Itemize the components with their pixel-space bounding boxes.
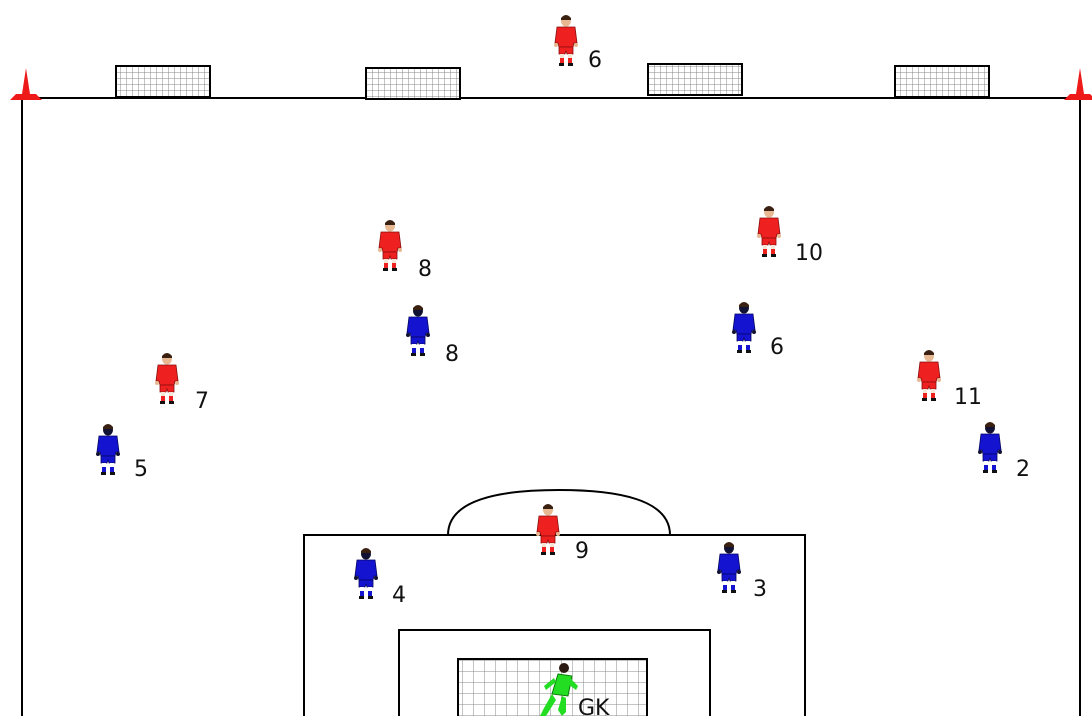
mini-goal-4 xyxy=(895,66,989,97)
player-figure-icon xyxy=(378,220,402,271)
player-figure-icon xyxy=(536,504,560,555)
player-blue-2: 2 xyxy=(978,422,1030,482)
player-blue-5: 5 xyxy=(96,424,148,482)
player-number-label: 2 xyxy=(1016,457,1030,482)
player-blue-4: 4 xyxy=(354,548,406,608)
player-figure-icon xyxy=(757,206,781,257)
field-lines xyxy=(22,98,1080,716)
player-number-label: 5 xyxy=(134,457,148,482)
player-figure-icon xyxy=(406,305,430,356)
mini-goal-3 xyxy=(648,64,742,95)
mini-goal-2 xyxy=(366,68,460,99)
player-number-label: 6 xyxy=(588,48,602,73)
player-number-label: 4 xyxy=(392,583,406,608)
player-number-label: 9 xyxy=(575,539,589,564)
players: 6 8 10 8 6 7 11 5 xyxy=(96,15,1030,716)
player-red-11: 11 xyxy=(917,350,982,410)
player-blue-3: 3 xyxy=(717,542,767,602)
player-figure-icon xyxy=(155,353,179,404)
player-red-8: 8 xyxy=(378,220,432,282)
main-goal-net xyxy=(458,659,647,716)
player-figure-icon xyxy=(978,422,1002,473)
player-number-label: 8 xyxy=(418,257,432,282)
player-figure-icon xyxy=(717,542,741,593)
cone-icon xyxy=(10,68,42,100)
player-number-label: 10 xyxy=(795,241,823,266)
player-blue-6: 6 xyxy=(732,302,784,360)
player-figure-icon xyxy=(917,350,941,401)
player-number-label: 3 xyxy=(753,577,767,602)
player-number-label: 11 xyxy=(954,385,982,410)
cone-icon xyxy=(1064,68,1092,100)
player-number-label: 7 xyxy=(195,389,209,414)
player-red-10: 10 xyxy=(757,206,823,266)
mini-goal-1 xyxy=(116,66,210,97)
player-red-7: 7 xyxy=(155,353,209,414)
player-figure-icon xyxy=(354,548,378,599)
player-figure-icon xyxy=(554,15,578,66)
penalty-arc xyxy=(448,490,670,535)
player-red-6-top: 6 xyxy=(554,15,602,73)
player-figure-icon xyxy=(732,302,756,353)
player-blue-8: 8 xyxy=(406,305,459,367)
player-number-label: 6 xyxy=(770,335,784,360)
mini-goals xyxy=(116,64,989,99)
player-number-label: GK xyxy=(578,696,610,716)
player-figure-icon xyxy=(96,424,120,475)
player-number-label: 8 xyxy=(445,342,459,367)
